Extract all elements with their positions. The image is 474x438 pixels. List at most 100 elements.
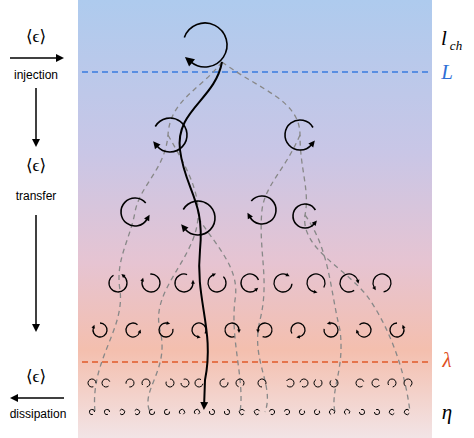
eddy	[194, 409, 199, 414]
scale-subscript: ch	[450, 39, 462, 52]
eddy	[208, 275, 226, 292]
eddy	[258, 323, 272, 337]
eddy	[184, 23, 227, 67]
eddy	[175, 274, 193, 292]
eddy	[195, 379, 203, 387]
scale-symbol: l	[441, 28, 447, 49]
eddy-arrowhead	[191, 280, 195, 284]
cascade-paths	[95, 62, 410, 412]
eddy	[159, 323, 173, 337]
eddy-arrowhead	[308, 141, 314, 148]
scale-symbol: λ	[442, 350, 451, 371]
energy-path	[180, 62, 222, 408]
eddy	[287, 379, 294, 387]
eddy-arrowhead	[138, 330, 141, 334]
eddy-arrowhead	[256, 329, 260, 333]
eddy	[388, 379, 396, 387]
eddy	[344, 409, 349, 414]
eddy	[293, 204, 315, 228]
eddy	[135, 409, 140, 414]
eddy	[183, 201, 215, 235]
eddy	[404, 379, 412, 386]
eddy-arrowhead	[153, 141, 160, 149]
eddy-arrowhead	[197, 335, 201, 339]
eddy	[225, 323, 239, 337]
eddy	[220, 379, 228, 387]
eddy	[300, 379, 308, 387]
eddy	[121, 198, 147, 226]
eddy-arrowhead	[312, 220, 317, 225]
eddy	[209, 409, 214, 414]
eddy	[374, 409, 379, 414]
flux-symbol: ⟨ϵ⟩	[26, 157, 46, 174]
eddy-arrowhead	[372, 286, 376, 290]
eddy	[372, 379, 379, 387]
eddy	[155, 118, 187, 152]
eddy-arrowhead	[140, 278, 144, 282]
eddy-arrowhead	[402, 325, 405, 329]
eddy	[269, 409, 274, 414]
eddy	[102, 379, 110, 387]
eddy	[258, 379, 266, 387]
eddy	[373, 274, 391, 292]
eddy-arrowhead	[356, 280, 360, 284]
eddy	[142, 379, 150, 387]
eddy	[192, 323, 206, 337]
eddy-arrowhead	[185, 57, 195, 66]
eddy	[89, 409, 94, 414]
eddy	[324, 323, 338, 337]
eddy	[389, 409, 394, 414]
stage-label: transfer	[16, 190, 57, 202]
eddy-arrowhead	[296, 335, 300, 339]
eddy	[164, 409, 169, 414]
eddy	[104, 409, 109, 414]
flux-symbol: ⟨ϵ⟩	[26, 368, 46, 385]
eddy	[284, 409, 289, 414]
eddy	[236, 379, 244, 387]
flux-arrows	[10, 58, 64, 398]
scale-symbol: η	[442, 402, 452, 423]
eddy-arrowhead	[212, 273, 216, 276]
taylor-scale-line	[82, 361, 428, 363]
eddy-arrowhead	[121, 274, 125, 278]
eddy-arrowhead	[92, 325, 95, 329]
flux-symbol: ⟨ϵ⟩	[26, 28, 46, 45]
eddy	[357, 323, 371, 337]
eddy	[274, 274, 292, 292]
eddy	[356, 379, 364, 387]
eddy-arrowhead	[144, 215, 149, 222]
eddy	[330, 379, 338, 387]
eddy	[340, 274, 358, 292]
eddy	[299, 409, 304, 414]
eddy	[329, 409, 334, 414]
eddy	[93, 323, 107, 337]
eddies	[88, 23, 412, 415]
stage-label: injection	[14, 69, 58, 81]
scale-symbol: L	[441, 62, 453, 83]
eddy	[166, 379, 174, 387]
eddy	[359, 409, 364, 414]
eddy	[120, 409, 125, 414]
eddy	[254, 409, 259, 414]
eddy	[88, 379, 96, 387]
eddy	[149, 409, 154, 414]
eddy-arrowhead	[313, 290, 317, 294]
stage-label: dissipation	[10, 408, 67, 420]
eddy-arrowhead	[327, 321, 331, 325]
eddy-arrowhead	[237, 329, 241, 333]
eddy-arrowhead	[166, 321, 170, 325]
integral-scale-line	[82, 71, 428, 73]
eddy	[179, 409, 184, 414]
eddy	[291, 323, 305, 337]
eddy	[285, 120, 313, 150]
eddy	[250, 196, 276, 224]
eddy	[109, 275, 127, 292]
eddy	[239, 409, 244, 414]
eddy-arrowhead	[181, 224, 188, 232]
eddy-arrowhead	[254, 288, 258, 292]
eddy	[181, 379, 189, 387]
eddy	[404, 409, 409, 414]
eddy	[241, 274, 258, 292]
